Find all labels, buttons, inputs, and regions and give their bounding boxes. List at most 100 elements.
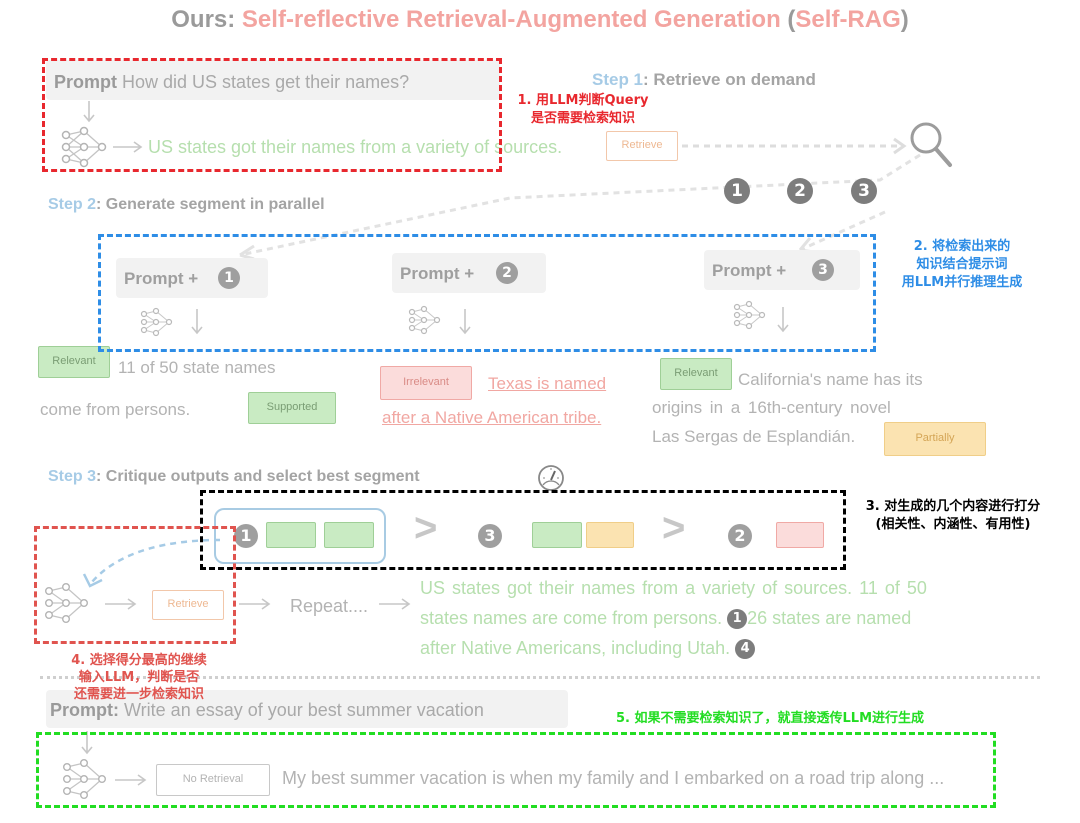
retrieve-tag-1: Retrieve <box>606 131 678 161</box>
annotation-4-line-3: 还需要进一步检索知识 <box>73 687 204 702</box>
arrow-down-icon <box>459 309 471 335</box>
annotation-2-line-3: 用LLM并行推理生成 <box>901 275 1023 290</box>
prompt-plus-1-num: 1 <box>218 267 240 289</box>
step-3-text: : Critique outputs and select best segme… <box>96 468 420 485</box>
retrieve-dotted-arrow <box>682 137 907 155</box>
step-3-heading: Step 3: Critique outputs and select best… <box>48 468 420 486</box>
arrow-right-icon <box>115 774 147 786</box>
annotation-3-line-1: 3. 对生成的几个内容进行打分 <box>865 499 1041 514</box>
diagram-title: Ours: Self-reflective Retrieval-Augmente… <box>0 6 1080 34</box>
annotation-1-line-2: 是否需要检索知识 <box>530 111 635 126</box>
rank-2-num: 3 <box>478 524 502 548</box>
rank-1-score-a <box>266 522 316 548</box>
prompt-2: Prompt: Write an essay of your best summ… <box>50 700 484 721</box>
step-2-text: : Generate segment in parallel <box>96 196 325 213</box>
annotation-5: 5. 如果不需要检索知识了，就直接透传LLM进行生成 <box>616 711 925 726</box>
network-icon <box>45 583 89 624</box>
network-icon <box>63 759 107 800</box>
final-line-2a: states names are come from persons. <box>420 608 723 628</box>
retrieval-dotted-connectors <box>239 153 921 261</box>
segment-3-line-1: California's name has its <box>738 370 923 389</box>
final-line-3: after Native Americans, including Utah. … <box>420 638 756 660</box>
rank-3-score <box>776 522 824 548</box>
prompt-2-bar <box>46 690 568 728</box>
prompt-plus-2-num: 2 <box>496 262 518 284</box>
prompt-plus-3-num: 3 <box>812 259 834 281</box>
annotation-box-5 <box>36 732 996 808</box>
doc-number-1: 1 <box>724 178 750 204</box>
prompt-plus-2: Prompt + 2 <box>392 253 546 293</box>
annotation-2-line-1: 2. 将检索出来的 <box>913 239 1011 254</box>
step-1-num: Step 1 <box>592 70 644 89</box>
annotation-4-line-2: 输入LLM，判断是否 <box>78 670 200 685</box>
segment-2-line-1: Texas is named <box>488 374 607 393</box>
segment-1-line-2: come from persons. <box>40 400 191 419</box>
arrow-right-icon <box>239 598 271 610</box>
annotation-3: 3. 对生成的几个内容进行打分 (相关性、内涵性、有用性) <box>848 498 1058 534</box>
step-2-num: Step 2 <box>48 196 97 213</box>
prompt-plus-3-label: Prompt + <box>712 261 787 280</box>
step-2-heading: Step 2: Generate segment in parallel <box>48 196 325 214</box>
network-icon <box>408 305 441 335</box>
relevant-tag-1: Relevant <box>38 346 110 378</box>
annotation-box-3 <box>200 490 846 570</box>
title-open: ( <box>787 6 796 33</box>
output-2-text: My best summer vacation is when my famil… <box>282 768 945 788</box>
loop-back-arrow <box>82 538 221 588</box>
arrow-down-icon <box>777 307 789 333</box>
segment-3-line-2: origins in a 16th-century novel <box>652 398 891 417</box>
supported-tag: Supported <box>248 392 336 424</box>
annotation-4-line-1: 4. 选择得分最高的继续 <box>71 653 207 668</box>
network-icon <box>140 307 173 337</box>
title-abbr: Self-RAG <box>795 6 901 33</box>
final-line-1: US states got their names from a variety… <box>420 578 927 598</box>
rank-2-score-b <box>586 522 634 548</box>
prompt-2-text: Write an essay of your best summer vacat… <box>124 700 484 720</box>
final-citation-4: 4 <box>735 639 756 660</box>
step-3-num: Step 3 <box>48 468 97 485</box>
rank-1-num: 1 <box>234 524 258 548</box>
rank-2-score-a <box>532 522 582 548</box>
annotation-2-line-2: 知识结合提示词 <box>916 257 1008 272</box>
irrelevant-tag: Irrelevant <box>380 366 472 400</box>
annotation-box-1 <box>42 58 502 172</box>
final-line-3-text: after Native Americans, including Utah. <box>420 638 731 658</box>
arrow-right-icon <box>113 141 143 153</box>
annotation-4: 4. 选择得分最高的继续 输入LLM，判断是否 还需要进一步检索知识 <box>30 652 248 703</box>
step-1-heading: Step 1: Retrieve on demand <box>592 70 816 90</box>
arrow-right-icon <box>379 598 411 610</box>
gt-sign-2: > <box>662 506 686 550</box>
prompt-plus-2-label: Prompt + <box>400 264 475 283</box>
prompt-plus-3: Prompt + 3 <box>704 250 860 290</box>
segment-2-line-2: after a Native American tribe. <box>382 408 602 427</box>
title-name: Self-reflective Retrieval-Augmented Gene… <box>241 6 781 33</box>
annotation-1-line-1: 1. 用LLM判断Query <box>517 93 649 108</box>
annotation-box-4 <box>34 526 236 644</box>
retrieve-tag-2: Retrieve <box>152 590 224 620</box>
prompt-1-label: Prompt <box>54 72 117 92</box>
gauge-icon <box>538 465 564 491</box>
final-citation-1: 1 <box>727 609 748 630</box>
arrow-down-icon <box>83 101 95 123</box>
gt-sign-1: > <box>414 506 438 550</box>
network-icon <box>733 300 766 330</box>
doc-number-2: 2 <box>787 178 813 204</box>
segment-1-line-1: 11 of 50 state names <box>118 358 276 377</box>
annotation-3-line-2: (相关性、内涵性、有用性) <box>875 517 1031 532</box>
magnifier-icon <box>910 122 952 167</box>
doc-number-3: 3 <box>851 178 877 204</box>
annotation-1: 1. 用LLM判断Query 是否需要检索知识 <box>508 92 658 128</box>
step-1-text: : Retrieve on demand <box>643 70 816 89</box>
arrow-right-icon <box>105 598 137 610</box>
repeat-text: Repeat.... <box>290 596 369 616</box>
rank-3-num: 2 <box>728 524 752 548</box>
best-segment-highlight <box>214 508 386 564</box>
prompt-1: Prompt How did US states get their names… <box>54 72 409 93</box>
network-icon <box>61 126 107 168</box>
final-line-2b: 26 states are named <box>747 608 912 628</box>
no-retrieval-tag: No Retrieval <box>156 764 270 796</box>
arrow-down-icon <box>191 309 203 335</box>
prompt-2-label: Prompt: <box>50 700 119 720</box>
title-ours: Ours: <box>171 6 236 33</box>
